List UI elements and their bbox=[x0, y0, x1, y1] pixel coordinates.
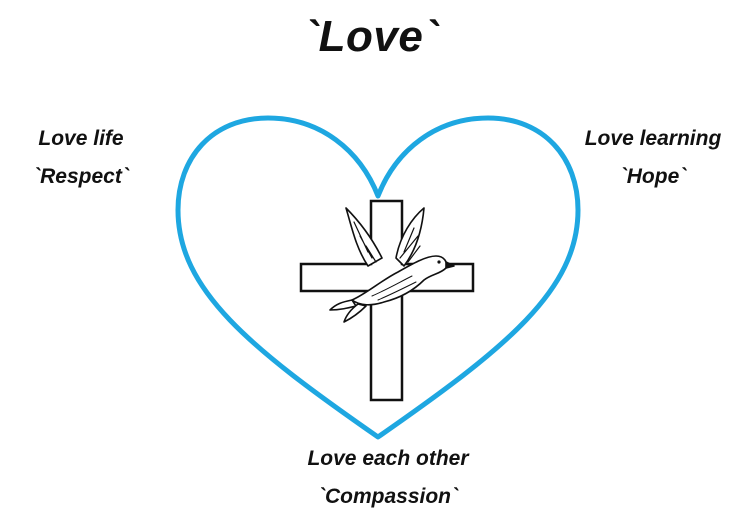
label-love-learning-line1: Love learning bbox=[584, 127, 722, 150]
dove-icon bbox=[329, 207, 455, 323]
page-title: `Love` bbox=[303, 12, 439, 61]
label-love-life-line1: Love life bbox=[38, 127, 124, 150]
label-compassion: `Compassion` bbox=[317, 485, 458, 508]
label-love-learning: Love learning `Hope` bbox=[573, 120, 733, 196]
label-love-each-other: Love each other `Compassion` bbox=[278, 440, 498, 516]
label-love-life: Love life `Respect` bbox=[6, 120, 156, 196]
heart-icon bbox=[175, 115, 581, 440]
label-hope: `Hope` bbox=[619, 165, 687, 188]
label-love-each-other-line1: Love each other bbox=[307, 447, 469, 470]
label-respect: `Respect` bbox=[33, 165, 129, 188]
